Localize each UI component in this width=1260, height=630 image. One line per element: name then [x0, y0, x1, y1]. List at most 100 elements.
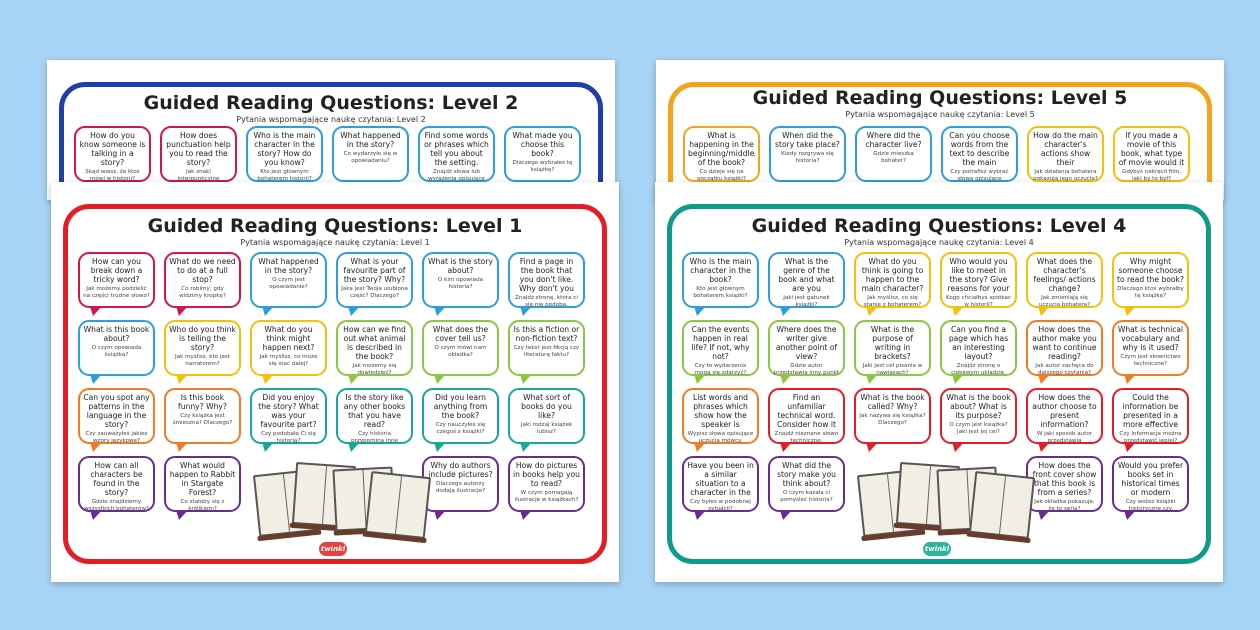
question-bubble: Could the information be presented in a …	[1112, 388, 1189, 452]
question-bubble: What happened in the story?O czym jest o…	[250, 252, 327, 316]
question-translation: W jaki sposób autor przedstawia informac…	[1036, 431, 1093, 444]
question-text: Find some words or phrases which tell yo…	[424, 131, 489, 167]
question-translation: Czy książka jest śmieszna? Dlaczego?	[172, 413, 233, 426]
question-text: Who is the main character in the story? …	[253, 131, 316, 167]
question-text: Would you prefer books set in historical…	[1117, 461, 1184, 497]
question-bubble: How can you break down a tricky word?Jak…	[78, 252, 155, 316]
question-text: What is happening in the beginning/middl…	[688, 131, 755, 167]
question-bubble: Who is the main character in the story? …	[246, 126, 323, 190]
question-text: Can you find a page which has an interes…	[948, 325, 1009, 361]
question-text: Could the information be presented in a …	[1122, 393, 1179, 429]
question-bubble: What do you think is going to happen to …	[854, 252, 931, 316]
question-text: What made you choose this book?	[512, 131, 573, 158]
question-bubble: How do pictures in books help you to rea…	[508, 456, 585, 520]
question-text: What did the story make you think about?	[777, 461, 836, 488]
question-bubble: What is your favourite part of the story…	[336, 252, 413, 316]
question-text: What do we need to do at a full stop?	[169, 257, 236, 284]
question-translation: O czym jest książka? Jaki jest jej cel?	[949, 422, 1008, 435]
question-translation: Jaki rodzaj książek lubisz?	[520, 422, 573, 435]
question-text: What is the book about? What is its purp…	[946, 393, 1011, 420]
speech-tail	[952, 442, 964, 452]
question-bubble: How do you know someone is talking in a …	[74, 126, 151, 190]
speech-tail	[866, 442, 878, 452]
question-translation: Czy tekst jest fikcją czy literaturą fak…	[513, 345, 580, 358]
question-bubble: Can you spot any patterns in the languag…	[78, 388, 155, 452]
speech-tail	[780, 442, 792, 452]
speech-tail	[780, 374, 792, 384]
question-text: What is the purpose of writing in bracke…	[870, 325, 915, 361]
question-text: How does the author choose to present in…	[1032, 393, 1097, 429]
question-bubble: Can you choose words from the text to de…	[941, 126, 1018, 190]
worksheet-level-5: Guided Reading Questions: Level 5 Pytani…	[656, 60, 1224, 200]
question-text: What happened in the story?	[340, 131, 401, 149]
question-bubble: Where did the character live?Gdzie miesz…	[855, 126, 932, 190]
question-bubble: What is the story about?O kim opowiada h…	[422, 252, 499, 316]
speech-tail	[520, 306, 532, 316]
question-translation: Jak okładka pokazuje, że to seria?	[1034, 499, 1095, 512]
question-text: What is the book called? Why?	[860, 393, 925, 411]
question-translation: Czy podobała Ci się historia?	[261, 431, 316, 444]
twinkl-logo: twinkl	[319, 542, 347, 556]
speech-tail	[952, 306, 964, 316]
question-translation: Wypisz słowa opisujące uczucia mówcy.	[687, 431, 754, 444]
question-bubble: What happened in the story?Co wydarzyło …	[332, 126, 409, 190]
worksheet-level-4: Guided Reading Questions: Level 4 Pytani…	[655, 182, 1223, 582]
speech-tail	[176, 442, 188, 452]
question-bubble: Have you been in a similar situation to …	[682, 456, 759, 520]
question-translation: Gdzie znajdziemy wszystkich bohaterów?	[84, 499, 149, 512]
question-text: What does the character's feelings/ acti…	[1033, 257, 1096, 293]
question-bubble: What is happening in the beginning/middl…	[683, 126, 760, 190]
question-bubble: Is this book funny? Why?Czy książka jest…	[164, 388, 241, 452]
question-translation: Jaka jest Twoja ulubiona część? Dlaczego…	[341, 286, 408, 299]
question-translation: Czy wolisz książki historyczne czy współ…	[1125, 499, 1176, 512]
speech-tail	[262, 306, 274, 316]
question-bubble: How does punctuation help you to read th…	[160, 126, 237, 190]
speech-tail	[1124, 306, 1136, 316]
question-translation: Czy byłeś w podobnej sytuacji?	[690, 499, 751, 512]
question-translation: Czy potrafisz wybrać słowa opisujące boh…	[950, 169, 1009, 182]
speech-tail	[1124, 442, 1136, 452]
question-translation: W czym pomagają ilustracje w książkach?	[514, 490, 579, 503]
question-text: Is this a fiction or non-fiction text?	[513, 325, 580, 343]
question-bubble: Can the events happen in real life? If n…	[682, 320, 759, 384]
question-text: What sort of books do you like?	[521, 393, 572, 420]
question-text: How does the author make you want to con…	[1032, 325, 1097, 361]
question-translation: Dlaczego wybrałeś tę książkę?	[512, 160, 573, 173]
worksheet-level-2: Guided Reading Questions: Level 2 Pytani…	[47, 60, 615, 200]
question-bubble: Who is the main character in the book?Kt…	[682, 252, 759, 316]
question-bubble: What is this book about?O czym opowiada …	[78, 320, 155, 384]
question-text: Where does the writer give another point…	[775, 325, 838, 361]
worksheet-title: Guided Reading Questions: Level 2	[143, 92, 519, 114]
question-translation: Czy informacje można przedstawić lepiej?	[1119, 431, 1182, 444]
question-translation: Jak myślisz, co może się stać dalej?	[259, 354, 318, 367]
question-text: How does punctuation help you to read th…	[166, 131, 231, 167]
question-translation: Co robimy, gdy widzimy kropkę?	[179, 286, 226, 299]
question-text: How do the main character's actions show…	[1033, 131, 1098, 167]
speech-tail	[694, 510, 706, 520]
speech-tail	[176, 306, 188, 316]
question-translation: Jak zmieniają się uczucia bohatera?	[1038, 295, 1091, 308]
question-bubble: Why might someone choose to read the boo…	[1112, 252, 1189, 316]
question-bubble: Who do you think is telling the story?Ja…	[164, 320, 241, 384]
question-bubble: What do you think might happen next?Jak …	[250, 320, 327, 384]
question-translation: O kim opowiada historia?	[437, 277, 484, 290]
question-translation: Kto jest głównym bohaterem historii?	[257, 169, 312, 182]
worksheet-subtitle: Pytania wspomagające naukę czytania: Lev…	[845, 110, 1035, 119]
question-text: What does the cover tell us?	[432, 325, 489, 343]
question-translation: Jak działania bohatera pokazują jego ucz…	[1033, 169, 1098, 182]
question-translation: Co stałoby się z królikiem?	[180, 499, 225, 512]
question-translation: Znajdź słowa lub wyrażenia opisujące mie…	[428, 169, 485, 182]
question-translation: O czym mówi nam okładka?	[434, 345, 487, 358]
question-translation: O czym jest opowiadanie?	[269, 277, 308, 290]
speech-tail	[1124, 510, 1136, 520]
question-bubble: How can we find out what animal is descr…	[336, 320, 413, 384]
question-translation: Czym jest słownictwo techniczne?	[1120, 354, 1181, 367]
question-text: How do you know someone is talking in a …	[79, 131, 146, 167]
question-text: Find a page in the book that you don't l…	[519, 257, 574, 293]
question-translation: Dlaczego autorzy dodają ilustracje?	[435, 481, 486, 494]
question-text: Can the events happen in real life? If n…	[691, 325, 750, 361]
question-bubble: How does the front cover show that this …	[1026, 456, 1103, 520]
question-translation: Czy te wydarzenia mogą się zdarzyć?	[694, 363, 747, 376]
question-translation: Jak myślisz, kto jest narratorem?	[174, 354, 231, 367]
question-text: Have you been in a similar situation to …	[687, 461, 754, 497]
